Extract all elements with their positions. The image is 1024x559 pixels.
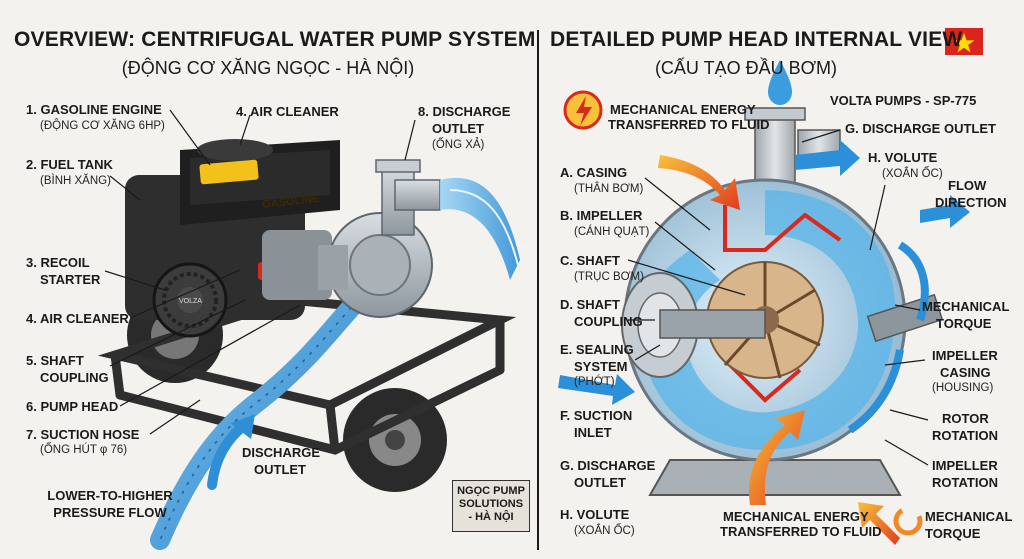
engine-decal: GASOLINE xyxy=(262,193,320,211)
brand-line-3: - HÀ NỘI xyxy=(468,511,514,523)
label-coupling-2: COUPLING xyxy=(574,314,643,329)
label-volute-left-sub: (XOẮN ỐC) xyxy=(574,525,635,537)
label-gasoline-engine-sub: (ĐỘNG CƠ XĂNG 6HP) xyxy=(40,120,165,132)
label-coupling-1: D. SHAFT xyxy=(560,297,620,312)
label-discharge-1: 8. DISCHARGE xyxy=(418,104,511,119)
label-torque-bottom-2: TORQUE xyxy=(925,526,981,541)
label-suction-hose: 7. SUCTION HOSE xyxy=(26,427,140,442)
label-volute-left: H. VOLUTE xyxy=(560,507,630,522)
energy-arrow-bottom xyxy=(749,410,805,505)
label-impeller-casing-1: IMPELLER xyxy=(932,348,998,363)
label-impeller-sub: (CÁNH QUẠT) xyxy=(574,226,650,238)
label-recoil-starter-1: 3. RECOIL xyxy=(26,255,90,270)
left-title: OVERVIEW: CENTRIFUGAL WATER PUMP SYSTEM xyxy=(14,28,536,51)
label-rotor-2: ROTATION xyxy=(932,428,998,443)
right-title: DETAILED PUMP HEAD INTERNAL VIEW xyxy=(550,28,963,51)
label-energy-bottom-2: TRANSFERRED TO FLUID xyxy=(720,524,882,539)
label-gasoline-engine: 1. GASOLINE ENGINE xyxy=(26,102,162,117)
label-suction-2: INLET xyxy=(574,425,612,440)
label-discharge-arrow-1: DISCHARGE xyxy=(242,445,321,460)
label-sealing-1: E. SEALING xyxy=(560,342,634,357)
label-casing-sub: (THÂN BƠM) xyxy=(574,183,644,195)
label-discharge-left-2: OUTLET xyxy=(574,475,626,490)
label-suction-hose-sub: (ỐNG HÚT φ 76) xyxy=(40,444,128,456)
label-rotor-1: ROTOR xyxy=(942,411,989,426)
label-flow-2: DIRECTION xyxy=(935,195,1007,210)
pump-system-illustration: GASOLINE VOLZA xyxy=(97,109,520,550)
label-air-cleaner-top: 4. AIR CLEANER xyxy=(236,104,339,119)
label-impeller: B. IMPELLER xyxy=(560,208,643,223)
left-subtitle: (ĐỘNG CƠ XĂNG NGỌC - HÀ NỘI) xyxy=(121,58,415,78)
lightning-icon xyxy=(563,90,603,130)
rotation-icon xyxy=(893,506,923,536)
water-jet xyxy=(440,177,520,280)
label-impeller-rot-2: ROTATION xyxy=(932,475,998,490)
label-pump-head: 6. PUMP HEAD xyxy=(26,399,119,414)
engine-illustration: GASOLINE VOLZA xyxy=(125,139,340,338)
label-torque-1: MECHANICAL xyxy=(922,299,1010,314)
right-subtitle: (CẤU TẠO ĐẦU BƠM) xyxy=(654,58,838,78)
brand-line-2: SOLUTIONS xyxy=(458,498,524,510)
label-discharge-sub: (ỐNG XẢ) xyxy=(432,139,485,151)
label-fuel-tank: 2. FUEL TANK xyxy=(26,157,113,172)
label-volute-top: H. VOLUTE xyxy=(868,150,938,165)
detail-panel: DETAILED PUMP HEAD INTERNAL VIEW (CẤU TẠ… xyxy=(540,0,1024,559)
label-impeller-casing-sub: (HOUSING) xyxy=(932,382,994,394)
label-pressure-flow-1: LOWER-TO-HIGHER xyxy=(47,488,173,503)
label-flow-1: FLOW xyxy=(948,178,987,193)
label-torque-2: TORQUE xyxy=(936,316,992,331)
label-sealing-sub: (PHỚT) xyxy=(574,376,615,388)
label-suction-1: F. SUCTION xyxy=(560,408,633,423)
pump-head-illustration xyxy=(318,159,441,318)
label-fuel-tank-sub: (BÌNH XĂNG) xyxy=(40,175,111,187)
label-recoil-starter-2: STARTER xyxy=(40,272,101,287)
label-sealing-2: SYSTEM xyxy=(574,359,628,374)
label-shaft-sub: (TRỤC BƠM) xyxy=(574,271,644,283)
label-discharge-arrow-2: OUTLET xyxy=(254,462,306,477)
label-energy-top-1: MECHANICAL ENERGY xyxy=(610,102,756,117)
label-casing: A. CASING xyxy=(560,165,628,180)
starter-brand: VOLZA xyxy=(179,298,202,305)
torque-arrow-bottom xyxy=(858,502,900,545)
callout-lines xyxy=(104,109,416,435)
brand-line-1: NGỌC PUMP xyxy=(457,485,525,497)
overview-panel: GASOLINE VOLZA xyxy=(14,28,536,550)
label-air-cleaner-left: 4. AIR CLEANER xyxy=(26,311,129,326)
label-discharge-left-1: G. DISCHARGE xyxy=(560,458,656,473)
label-volute-top-sub: (XOẮN ỐC) xyxy=(882,168,943,180)
label-impeller-casing-2: CASING xyxy=(940,365,991,380)
label-pressure-flow-2: PRESSURE FLOW xyxy=(53,505,167,520)
brand-model: VOLTA PUMPS - SP-775 xyxy=(830,93,977,108)
label-energy-bottom-1: MECHANICAL ENERGY xyxy=(723,509,869,524)
callout-lines-right xyxy=(627,129,929,466)
vietnam-flag-icon xyxy=(945,28,983,55)
brand-box: NGỌC PUMP SOLUTIONS - HÀ NỘI xyxy=(452,480,530,532)
label-energy-top-2: TRANSFERRED TO FLUID xyxy=(608,117,770,132)
label-shaft-coupling-2: COUPLING xyxy=(40,370,109,385)
pump-feet xyxy=(648,459,902,496)
label-discharge-top: G. DISCHARGE OUTLET xyxy=(845,121,996,136)
panel-divider xyxy=(537,30,539,550)
volute-water xyxy=(639,190,896,450)
energy-arrow-top xyxy=(658,155,740,210)
flow-arrows xyxy=(558,140,970,405)
label-discharge-2: OUTLET xyxy=(432,121,484,136)
label-impeller-rot-1: IMPELLER xyxy=(932,458,998,473)
label-shaft: C. SHAFT xyxy=(560,253,620,268)
label-torque-bottom-1: MECHANICAL xyxy=(925,509,1013,524)
label-shaft-coupling-1: 5. SHAFT xyxy=(26,353,84,368)
pump-head-cutaway xyxy=(558,60,970,545)
